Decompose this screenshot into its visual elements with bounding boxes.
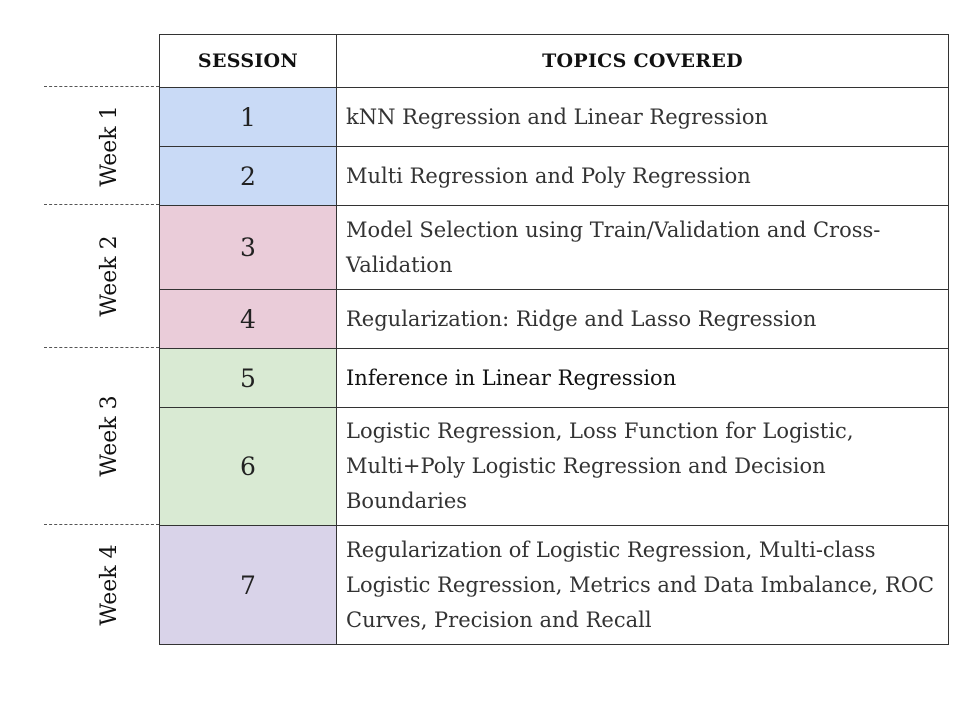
table-row: 5 Inference in Linear Regression [160,349,948,408]
table-row: 7 Regularization of Logistic Regression,… [160,526,948,644]
session-number-cell: 7 [160,526,337,644]
week-label-2: Week 2 [97,235,122,317]
topic-cell: Logistic Regression, Loss Function for L… [346,419,854,513]
session-number-cell: 2 [160,147,337,205]
week-label-3: Week 3 [97,395,122,477]
topic-cell: Regularization of Logistic Regression, M… [346,537,935,632]
topic-cell: Regularization: Ridge and Lasso Regressi… [346,306,817,331]
table-row: 3 Model Selection using Train/Validation… [160,206,948,290]
table-row: 1 kNN Regression and Linear Regression [160,88,948,147]
session-number-cell: 4 [160,290,337,348]
session-number-cell: 6 [160,408,337,525]
topic-cell: Model Selection using Train/Validation a… [346,217,881,277]
sessions-table: SESSION TOPICS COVERED 1 kNN Regression … [159,34,949,645]
session-number-cell: 5 [160,349,337,407]
table-row: 4 Regularization: Ridge and Lasso Regres… [160,290,948,349]
week-label-1: Week 1 [97,105,122,187]
topic-cell: Inference in Linear Regression [346,365,677,390]
session-number-cell: 3 [160,206,337,289]
header-topics-covered: TOPICS COVERED [542,50,743,72]
topic-cell: kNN Regression and Linear Regression [346,104,769,129]
week-separator [44,204,159,205]
table-row: 6 Logistic Regression, Loss Function for… [160,408,948,526]
topic-cell: Multi Regression and Poly Regression [346,163,751,188]
week-separator [44,524,159,525]
table-row: 2 Multi Regression and Poly Regression [160,147,948,206]
week-separator [44,86,159,87]
session-number-cell: 1 [160,88,337,146]
week-separator [44,347,159,348]
week-label-4: Week 4 [97,544,122,626]
table-header-row: SESSION TOPICS COVERED [160,35,948,88]
header-session: SESSION [160,35,337,87]
